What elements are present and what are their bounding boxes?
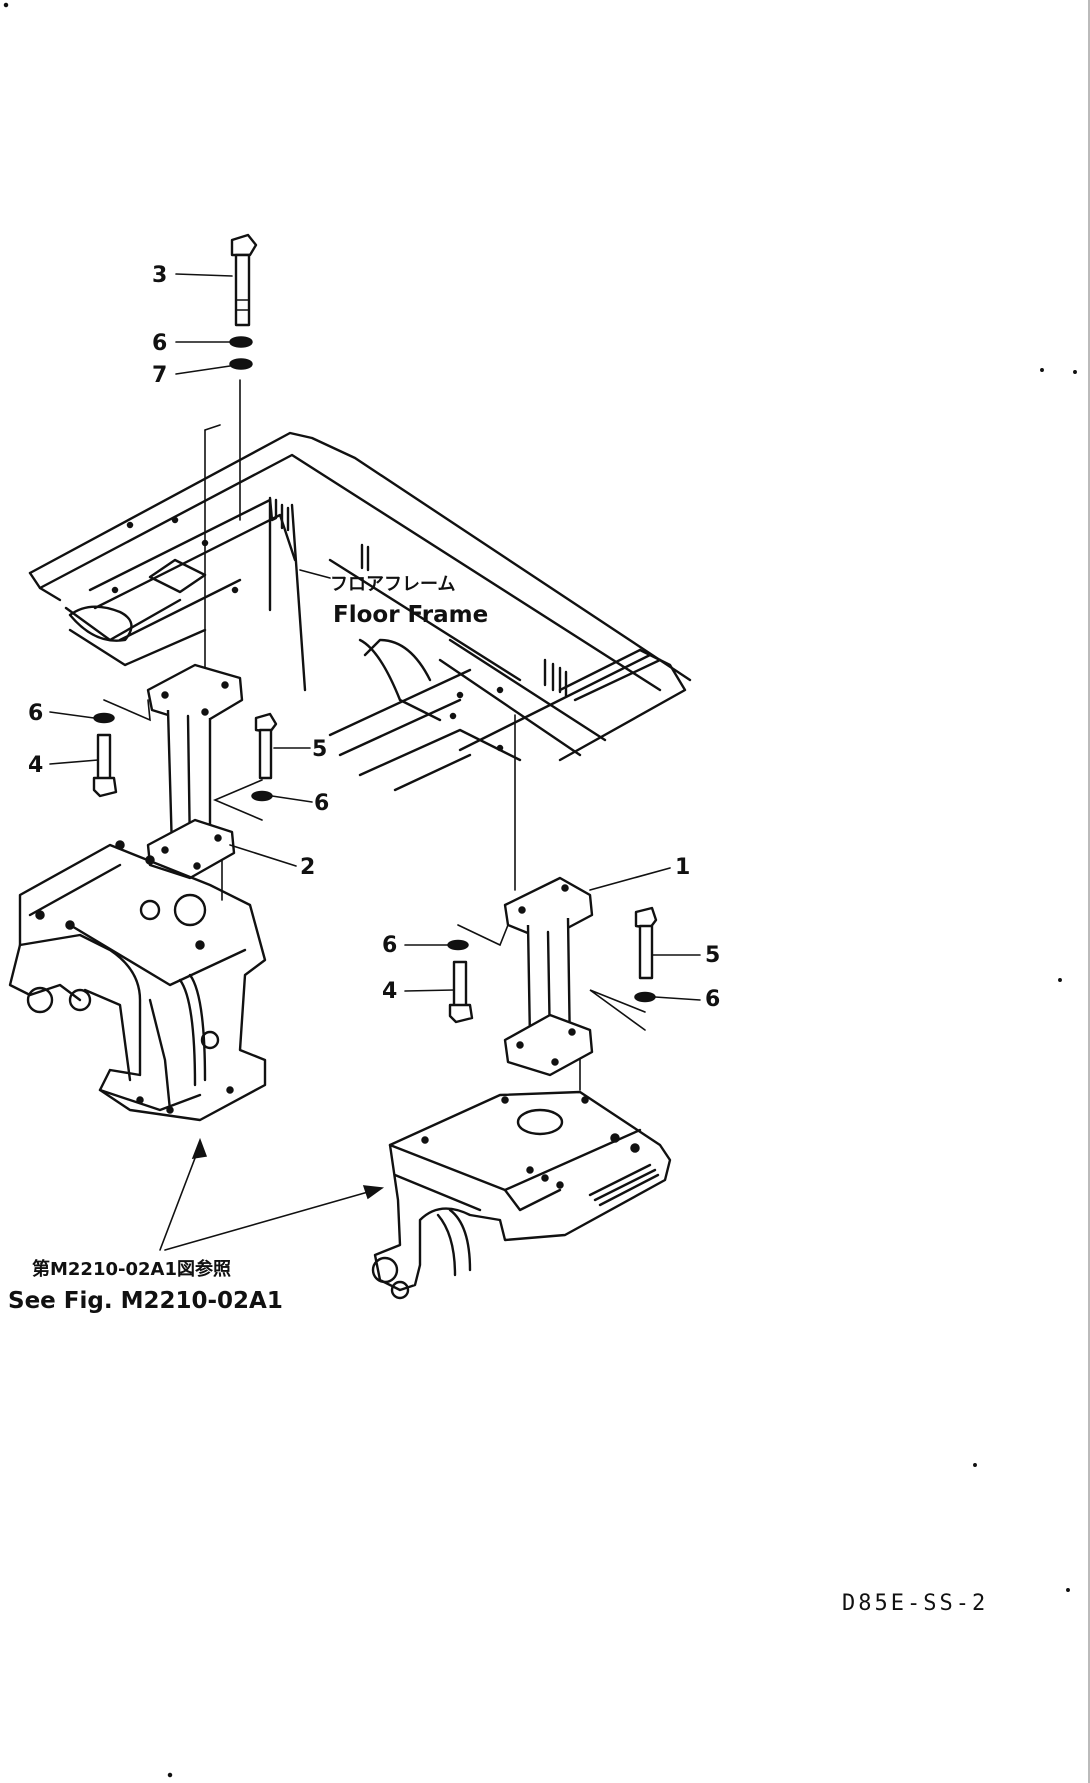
callout-6-right: 6 — [382, 933, 397, 958]
drawing-reference-code: D85E-SS-2 — [842, 1591, 988, 1616]
bolt-part-5-right — [634, 906, 658, 980]
floor-frame — [28, 431, 692, 792]
mount-bracket-right — [371, 1090, 672, 1300]
washer-part-6-mid — [251, 790, 273, 802]
callout-4-right: 4 — [382, 979, 397, 1004]
support-column-right — [503, 876, 594, 1077]
see-fig-label-en: See Fig. M2210-02A1 — [8, 1288, 283, 1314]
callout-6-top: 6 — [152, 331, 167, 356]
mount-bracket-left — [8, 840, 267, 1122]
washer-part-6-right — [447, 939, 469, 951]
floor-frame-label-en: Floor Frame — [333, 602, 488, 628]
bolt-part-4-left — [92, 733, 118, 798]
callout-5-left: 5 — [312, 737, 327, 762]
bolt-part-4-right — [448, 960, 474, 1024]
washer-part-6-top — [229, 336, 253, 348]
callout-1: 1 — [675, 855, 690, 880]
callout-3: 3 — [152, 263, 167, 288]
callout-6-far-right: 6 — [705, 987, 720, 1012]
callout-5-right: 5 — [705, 943, 720, 968]
callout-6-left: 6 — [28, 701, 43, 726]
bolt-part-3 — [230, 233, 258, 327]
bolt-part-5-left — [254, 712, 278, 780]
callout-6-mid: 6 — [314, 791, 329, 816]
callout-7: 7 — [152, 363, 167, 388]
callout-4-left: 4 — [28, 753, 43, 778]
callout-2: 2 — [300, 855, 315, 880]
floor-frame-label-jp: フロアフレーム — [330, 574, 455, 595]
washer-part-6-far-right — [634, 991, 656, 1003]
see-fig-label-jp: 第M2210-02A1図参照 — [32, 1258, 231, 1280]
washer-part-6-left — [93, 712, 115, 724]
washer-part-7 — [229, 358, 253, 370]
page-edge — [1088, 0, 1090, 1783]
support-column-left — [146, 663, 244, 880]
